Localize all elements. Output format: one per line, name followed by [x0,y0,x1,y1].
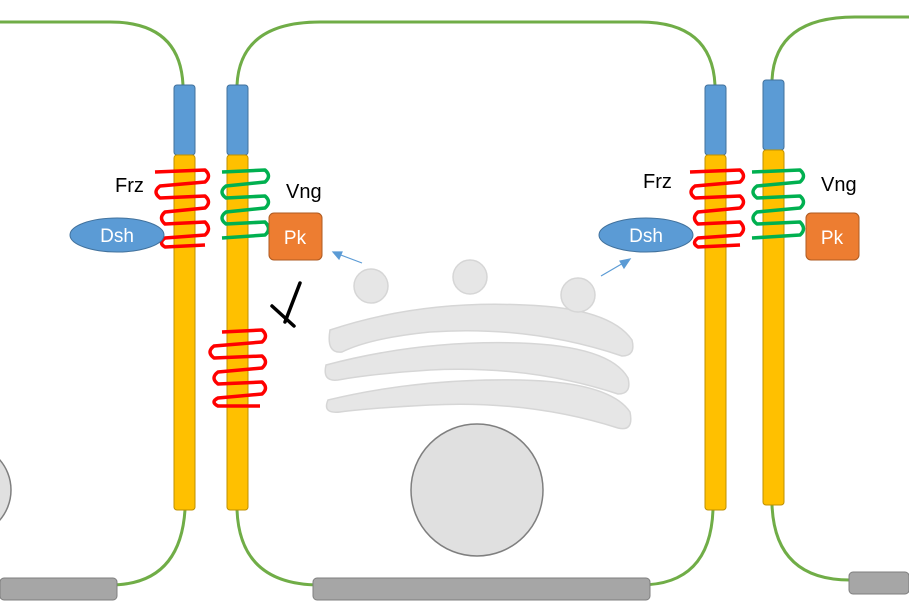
frz-label-right: Frz [643,171,672,193]
frizzled-inhibited [208,328,268,408]
pk-left: Pk [268,212,323,261]
cadherin-left-a [173,84,196,511]
vangl-right [751,168,806,240]
vangl-left [220,168,271,240]
vng-label-left: Vng [286,181,322,203]
vng-label-right: Vng [821,174,857,196]
frizzled-right [689,168,746,249]
cadherin-left-b [226,84,249,511]
left-cell-nucleus [0,459,12,521]
vesicle [560,277,596,313]
pk-right: Pk [805,212,860,261]
inhibition-symbol [270,281,302,328]
basal-bar-center [312,577,651,601]
dsh-left: Dsh [69,217,165,253]
frz-label-left: Frz [115,175,144,197]
frizzled-left [154,168,211,249]
dsh-right-label: Dsh [629,226,663,247]
dsh-right: Dsh [598,217,694,253]
dsh-left-label: Dsh [100,226,134,247]
vesicle [353,268,389,304]
basal-bar-right [848,571,909,595]
golgi-apparatus [324,303,634,430]
cadherin-right-b [762,79,785,506]
center-cell-nucleus [410,423,544,557]
right-cell-membrane [770,15,909,582]
transport-arrow-right [600,258,632,277]
transport-arrow-left [331,251,363,264]
pk-left-label: Pk [284,228,307,249]
cadherin-right-a [704,84,727,511]
basal-bar-left [0,577,118,601]
left-cell-membrane [0,20,187,587]
vesicle [452,259,488,295]
pk-right-label: Pk [821,228,844,249]
